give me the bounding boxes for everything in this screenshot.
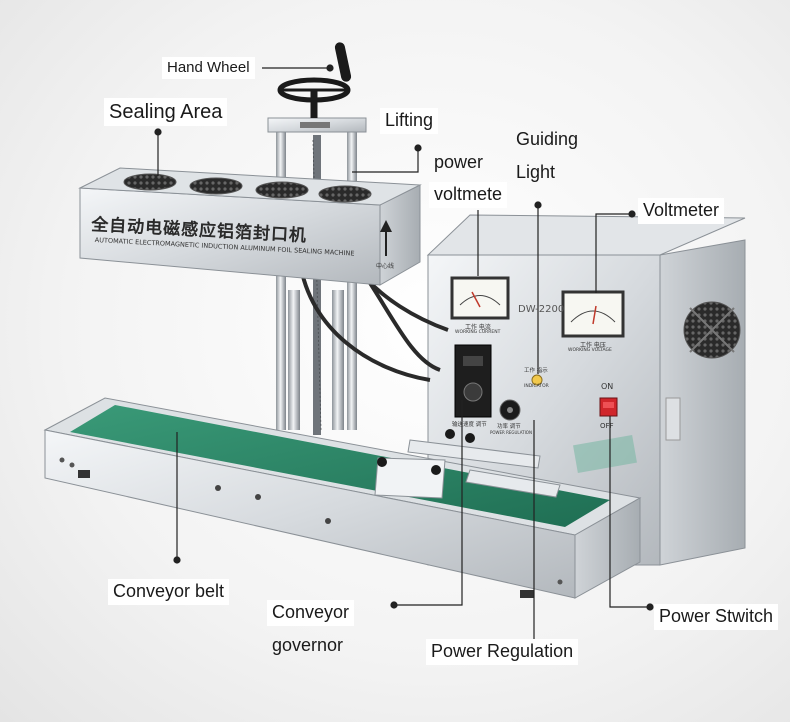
meter-right-cn: 工作 电压 <box>580 342 606 349</box>
label-conveyor-governor-line1: Conveyor <box>267 600 355 626</box>
hand-wheel[interactable] <box>277 41 352 118</box>
meter-right-en: WORKING VOLTAGE <box>568 348 612 353</box>
label-lifting: Lifting <box>380 108 439 134</box>
indicator-cn: 工作 指示 <box>524 368 548 374</box>
label-guiding-line2: Light <box>516 162 556 182</box>
label-voltmeter: Voltmeter <box>638 198 725 224</box>
label-power-voltmeter-line1: power <box>434 152 484 172</box>
label-sealing-area: Sealing Area <box>104 98 228 126</box>
working-current-meter <box>450 276 510 320</box>
model-label: DW-2200 <box>518 304 565 315</box>
label-hand-wheel: Hand Wheel <box>162 57 255 79</box>
indicator-lamp <box>531 374 543 386</box>
sealing-head <box>78 167 422 286</box>
power-regulation-knob[interactable] <box>499 399 521 421</box>
label-conveyor-governor-line2: governor <box>272 635 344 655</box>
label-power-switch: Power Stwitch <box>654 604 779 630</box>
power-switch[interactable] <box>599 397 618 417</box>
switch-off-label: OFF <box>600 422 614 430</box>
label-power-regulation: Power Regulation <box>426 639 579 665</box>
label-conveyor-belt: Conveyor belt <box>108 579 230 605</box>
meter-left-en: WORKING CURRENT <box>455 330 501 335</box>
head-arrow-cn: 中心线 <box>376 263 395 270</box>
indicator-en: INDICATOR <box>524 384 549 389</box>
knob-label-en: POWER REGULATION <box>490 430 532 435</box>
switch-on-label: ON <box>601 382 614 391</box>
governor-panel <box>454 344 492 418</box>
knob-label-cn: 功率 调节 <box>497 424 521 430</box>
governor-cn: 输送速度 调节 <box>452 422 487 428</box>
working-voltage-meter <box>561 290 625 338</box>
label-power-voltmeter-line2: voltmete <box>429 182 508 208</box>
meter-left-cn: 工作 电流 <box>465 324 491 331</box>
label-guiding-line1: Guiding <box>516 129 579 149</box>
